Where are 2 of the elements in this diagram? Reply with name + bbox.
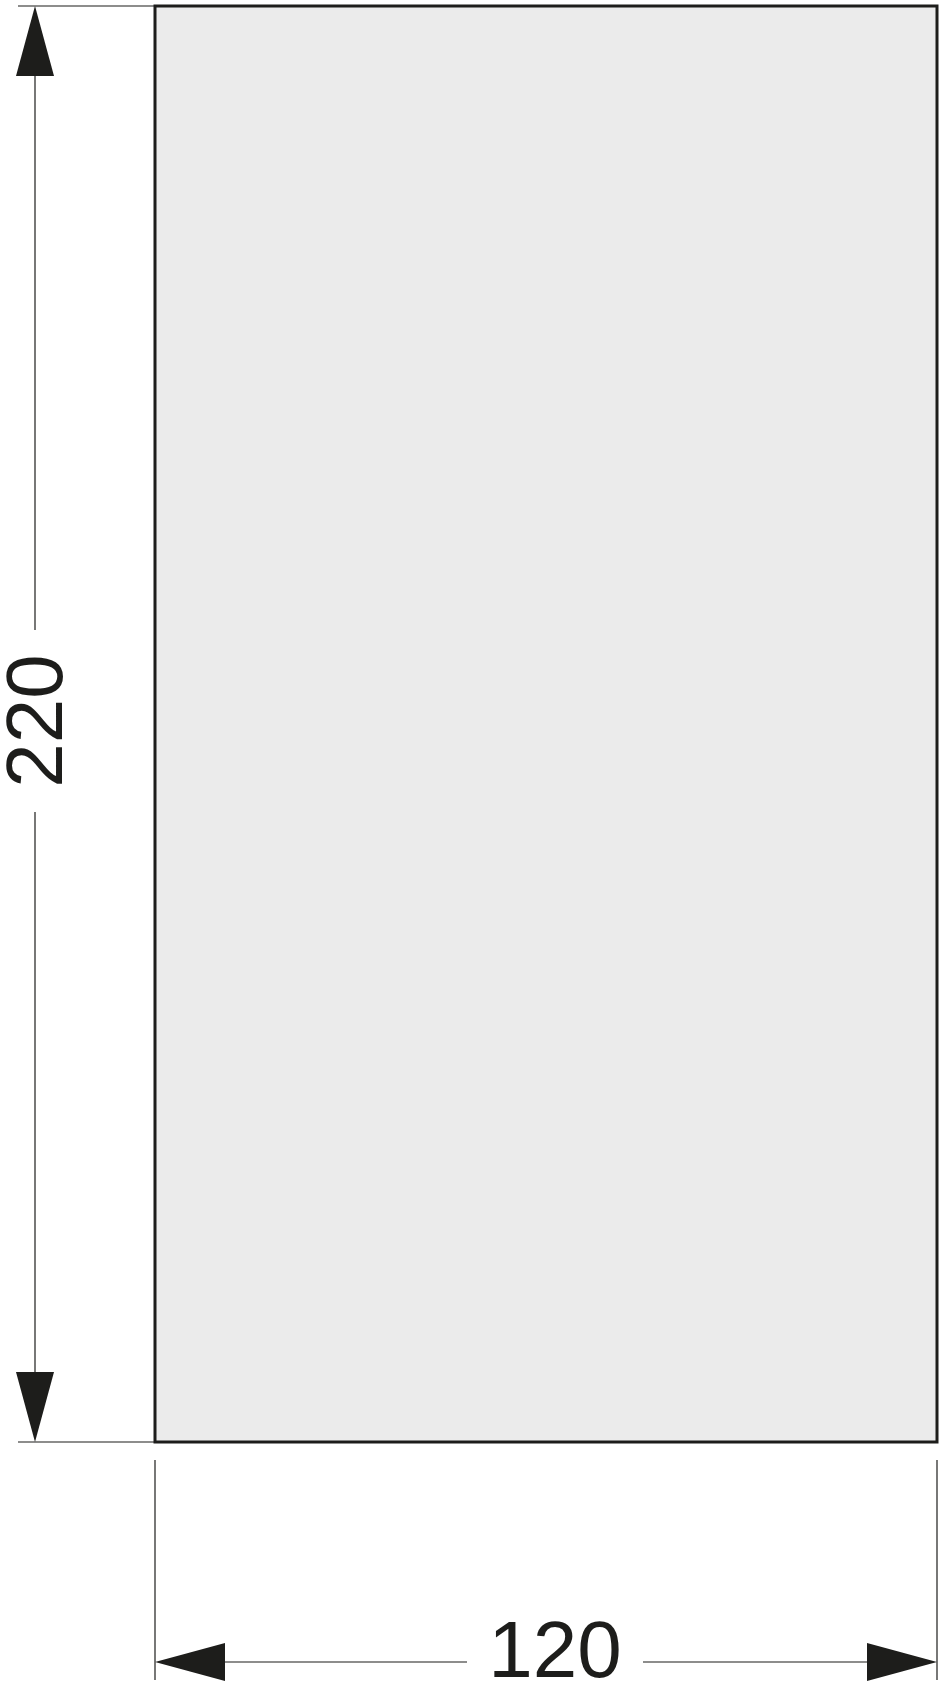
dimension-value: 120	[488, 1610, 622, 1690]
dimension-value: 220	[0, 654, 75, 788]
